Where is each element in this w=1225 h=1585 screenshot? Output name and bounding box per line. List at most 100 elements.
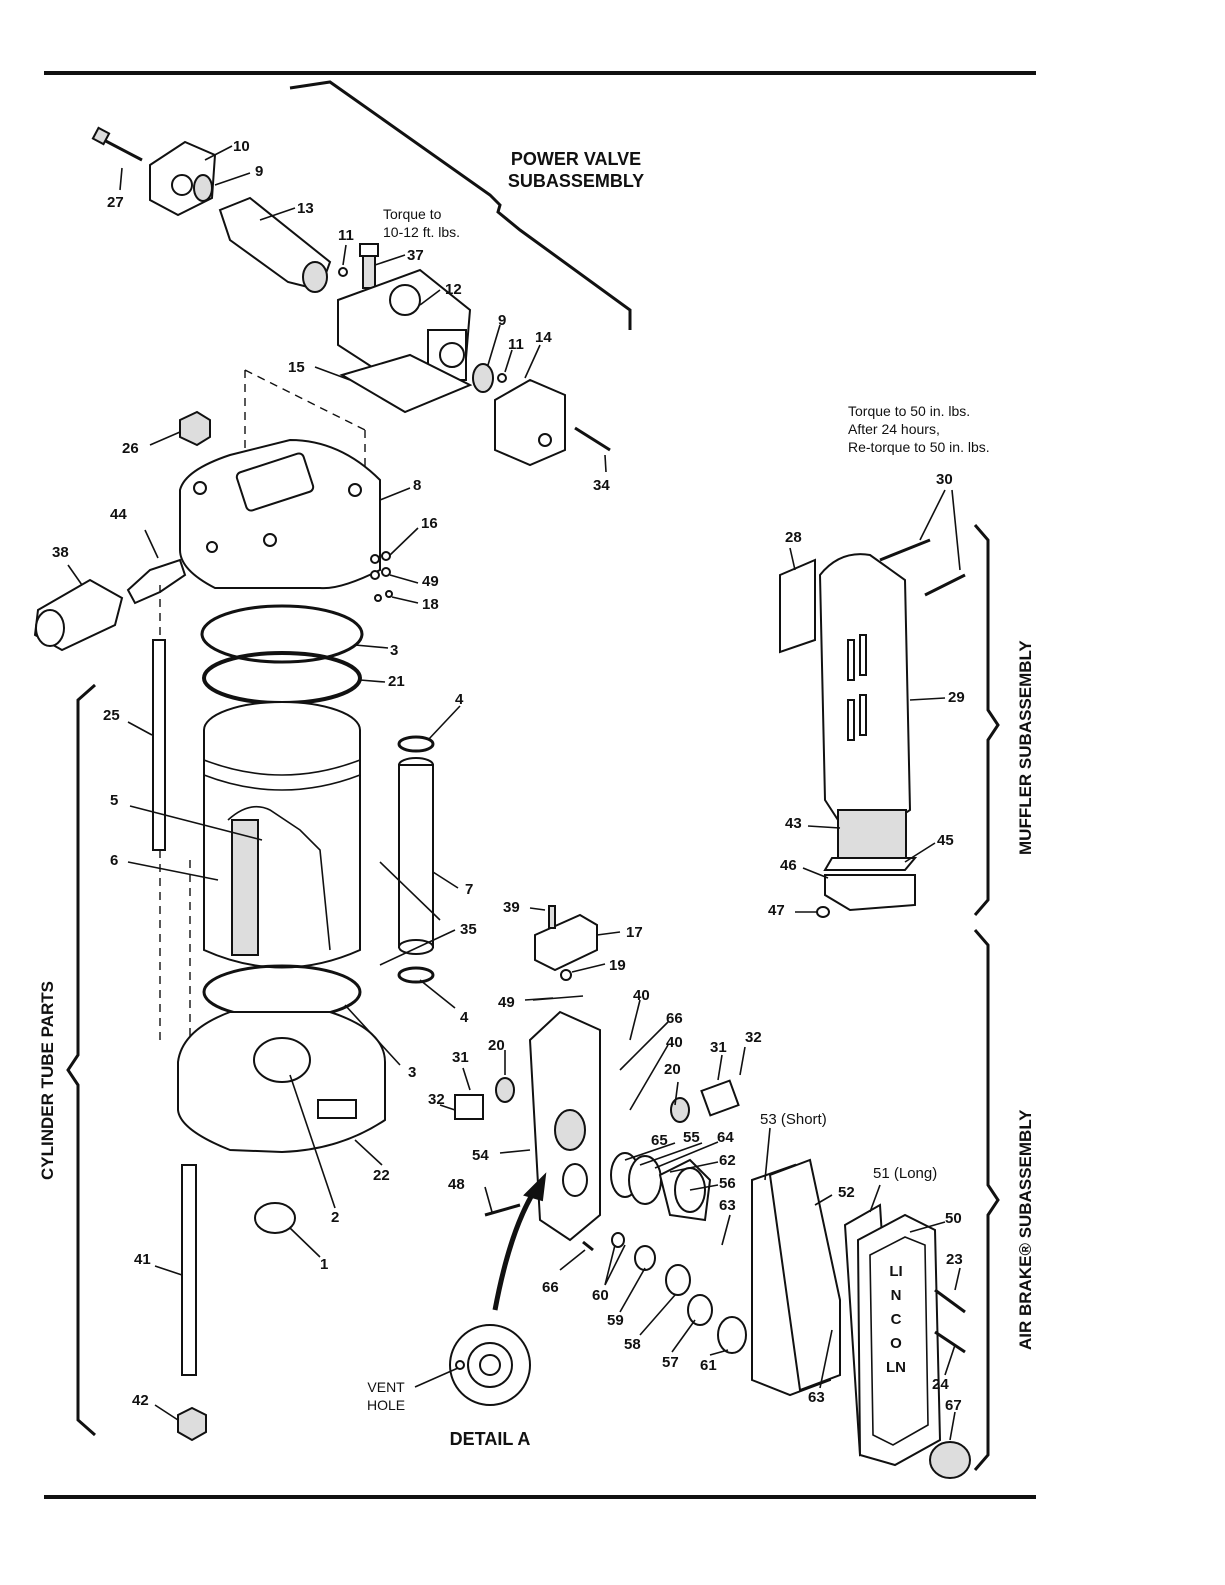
callout-63: 63 [719,1197,736,1214]
callout-5: 5 [110,792,119,809]
callout-27: 27 [107,194,124,211]
callout-51: 51 (Long) [873,1165,938,1182]
callout-15: 15 [288,359,305,376]
part-11-ring-b [497,373,507,383]
callout-31-b: 31 [710,1039,727,1056]
part-1-seal [254,1202,296,1234]
part-41-tie-rod [181,1164,197,1376]
part-31-right-bracket [700,1079,740,1117]
muffler-title: MUFFLER SUBASSEMBLY [1016,640,1035,855]
part-26-nut [179,410,211,447]
part-3-oring-top [200,604,364,664]
callout-62: 62 [719,1152,736,1169]
callout-65: 65 [651,1132,668,1149]
part-30-screws [879,538,966,597]
part-7-tube [398,757,434,955]
callout-47: 47 [768,902,785,919]
callout-22: 22 [373,1167,390,1184]
callout-18: 18 [422,596,439,613]
part-28-gasket [779,558,816,654]
callout-19: 19 [609,957,626,974]
torque-note-muffler: Torque to 50 in. lbs. After 24 hours, Re… [848,403,990,455]
part-4-oring-bottom [397,966,435,984]
parts-16-49-18-small-rings [370,551,393,602]
brand-plate-lettering: LINCOLN [886,1263,906,1376]
callout-32-b: 32 [745,1029,762,1046]
part-47-screw [816,906,830,918]
callout-41: 41 [134,1251,151,1268]
callout-23: 23 [946,1251,963,1268]
callout-16: 16 [421,515,438,532]
callout-50: 50 [945,1210,962,1227]
cylinder-tube-title: CYLINDER TUBE PARTS [38,981,57,1180]
callout-4-b: 4 [460,1009,469,1026]
callout-52: 52 [838,1184,855,1201]
part-44-fitting [126,558,187,605]
callout-6: 6 [110,852,119,869]
callout-45: 45 [937,832,954,849]
callout-32: 32 [428,1091,445,1108]
callout-31: 31 [452,1049,469,1066]
part-14-end-cap [494,378,566,467]
callout-39: 39 [503,899,520,916]
callout-55: 55 [683,1129,700,1146]
callout-42: 42 [132,1392,149,1409]
cylinder-bracket [66,683,96,1437]
callout-56: 56 [719,1175,736,1192]
torque-note-valve: Torque to 10-12 ft. lbs. [383,206,461,240]
part-48-screw [484,1203,521,1217]
callout-38: 38 [52,544,69,561]
callout-11-b: 11 [508,336,524,353]
part-54-manifold [528,1010,601,1242]
part-46-tray [824,874,916,912]
callout-64: 64 [717,1129,734,1146]
callout-48: 48 [448,1176,465,1193]
part-13-spool [218,196,332,293]
part-31-left-bracket [454,1094,484,1120]
part-8-cylinder-cap [179,438,381,590]
callout-1: 1 [320,1256,329,1273]
part-50-cover [856,1213,942,1467]
callout-7: 7 [465,881,474,898]
air-brake-title: AIR BRAKE® SUBASSEMBLY [1016,1109,1035,1350]
part-23-screw [934,1288,966,1314]
callout-35: 35 [460,921,477,938]
air-brake-bracket [973,929,1000,1471]
callout-60: 60 [592,1287,609,1304]
part-42-nut [177,1406,207,1442]
part-66-pin [582,1240,594,1252]
parts-57-61-discs [611,1232,747,1354]
callout-44: 44 [110,506,127,523]
callout-8: 8 [413,477,422,494]
part-24-screw [934,1330,966,1354]
callout-20: 20 [488,1037,505,1054]
callout-13: 13 [297,200,314,217]
callout-26: 26 [122,440,139,457]
vent-hole-label: VENT HOLE [367,1379,406,1413]
callout-63-b: 63 [808,1389,825,1406]
part-12-valve-body [337,268,472,387]
part-37-screw [359,243,379,289]
callout-9: 9 [255,163,264,180]
callout-4: 4 [455,691,464,708]
callout-58: 58 [624,1336,641,1353]
callout-29: 29 [948,689,965,706]
callout-20-b: 20 [664,1061,681,1078]
callout-49: 49 [422,573,439,590]
callout-11: 11 [338,227,354,244]
callout-46: 46 [780,857,797,874]
callout-14: 14 [535,329,552,346]
part-6-cylinder [203,701,361,969]
callout-17: 17 [626,924,643,941]
detail-a-arrow [492,1188,538,1311]
part-9-gasket-b [472,363,494,393]
callout-40: 40 [633,987,650,1004]
part-4-oring-top [397,735,435,753]
part-34-screw [574,426,611,452]
callout-53: 53 (Short) [760,1111,827,1128]
part-11-ring [338,267,348,277]
part-15-gasket [339,353,473,414]
callout-49-b: 49 [498,994,515,1011]
part-17-block [534,905,598,981]
